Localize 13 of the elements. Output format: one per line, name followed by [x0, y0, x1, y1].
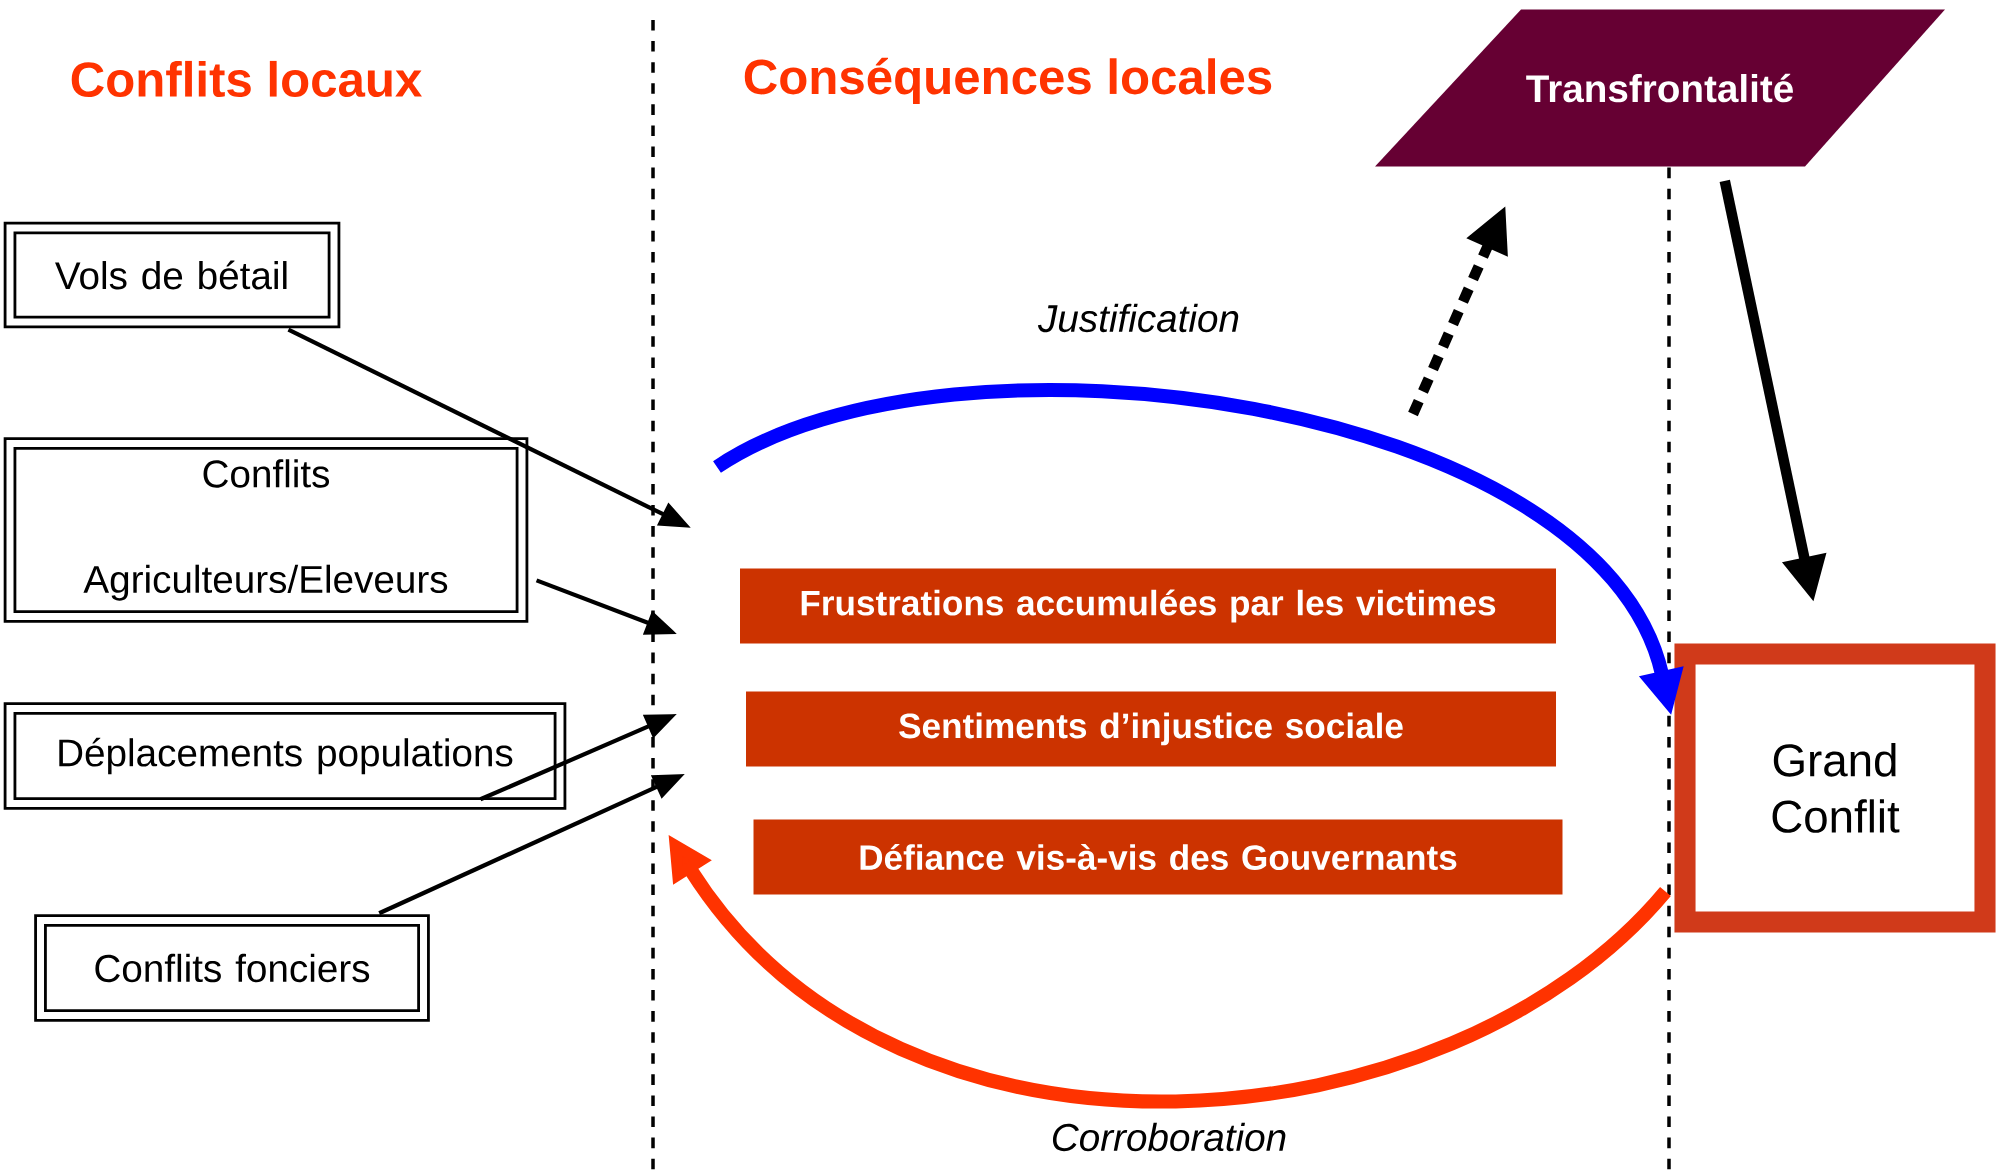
cause-box: Déplacements populations	[3, 702, 567, 810]
edge-label: Justification	[1031, 296, 1248, 340]
column-heading: Conséquences locales	[744, 57, 1272, 105]
cause-box: Conflits fonciers	[34, 914, 430, 1022]
outcome-box: Grand Conflit	[1674, 643, 1996, 933]
consequence-bar: Sentiments d’injustice sociale	[746, 691, 1556, 767]
edge-label: Corroboration	[1043, 1115, 1295, 1159]
consequence-bar: Défiance vis-à-vis des Gouvernants	[753, 819, 1563, 895]
cause-box: Vols de bétail	[3, 221, 341, 329]
cause-box: Conflits Agriculteurs/Eleveurs	[3, 437, 529, 623]
consequence-bar: Frustrations accumulées par les victimes	[740, 568, 1556, 644]
column-heading: Conflits locaux	[71, 60, 422, 98]
parallelogram-box: Transfrontalité	[1375, 9, 1945, 167]
